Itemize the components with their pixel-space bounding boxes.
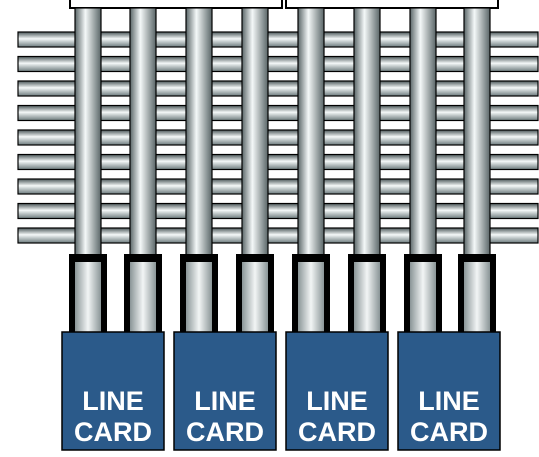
line-card-label-3: LINE CARD <box>286 386 388 448</box>
vertical-cable-7 <box>409 7 437 261</box>
vertical-cable-3 <box>185 7 213 261</box>
cable-plug-6 <box>348 254 386 332</box>
line-card-label-1-line1: LINE <box>82 386 144 416</box>
vertical-cable-6 <box>353 7 381 261</box>
vertical-cable-4 <box>241 7 269 261</box>
line-card-label-4: LINE CARD <box>398 386 500 448</box>
cable-plug-3 <box>180 254 218 332</box>
vertical-cable-5 <box>297 7 325 261</box>
line-card-3 <box>285 331 389 451</box>
line-card-label-3-line2: CARD <box>298 417 376 447</box>
cable-plug-5 <box>292 254 330 332</box>
line-card-label-3-line1: LINE <box>306 386 368 416</box>
line-card-label-2: LINE CARD <box>174 386 276 448</box>
line-card-label-1-line2: CARD <box>74 417 152 447</box>
line-card-2 <box>173 331 277 451</box>
line-card-label-1: LINE CARD <box>62 386 164 448</box>
cable-plug-4 <box>236 254 274 332</box>
line-card-label-2-line1: LINE <box>194 386 256 416</box>
vertical-cable-2 <box>129 7 157 261</box>
cable-plug-2 <box>124 254 162 332</box>
cable-plug-7 <box>404 254 442 332</box>
cable-plug-8 <box>458 254 496 332</box>
vertical-cable-8 <box>463 7 491 261</box>
line-card-4 <box>397 331 501 451</box>
vertical-cable-1 <box>74 7 102 261</box>
top-connector-1 <box>69 0 283 9</box>
line-card-label-4-line2: CARD <box>410 417 488 447</box>
line-card-label-2-line2: CARD <box>186 417 264 447</box>
line-card-1 <box>61 331 165 451</box>
top-connector-2 <box>285 0 499 9</box>
line-card-label-4-line1: LINE <box>418 386 480 416</box>
cable-plug-1 <box>69 254 107 332</box>
